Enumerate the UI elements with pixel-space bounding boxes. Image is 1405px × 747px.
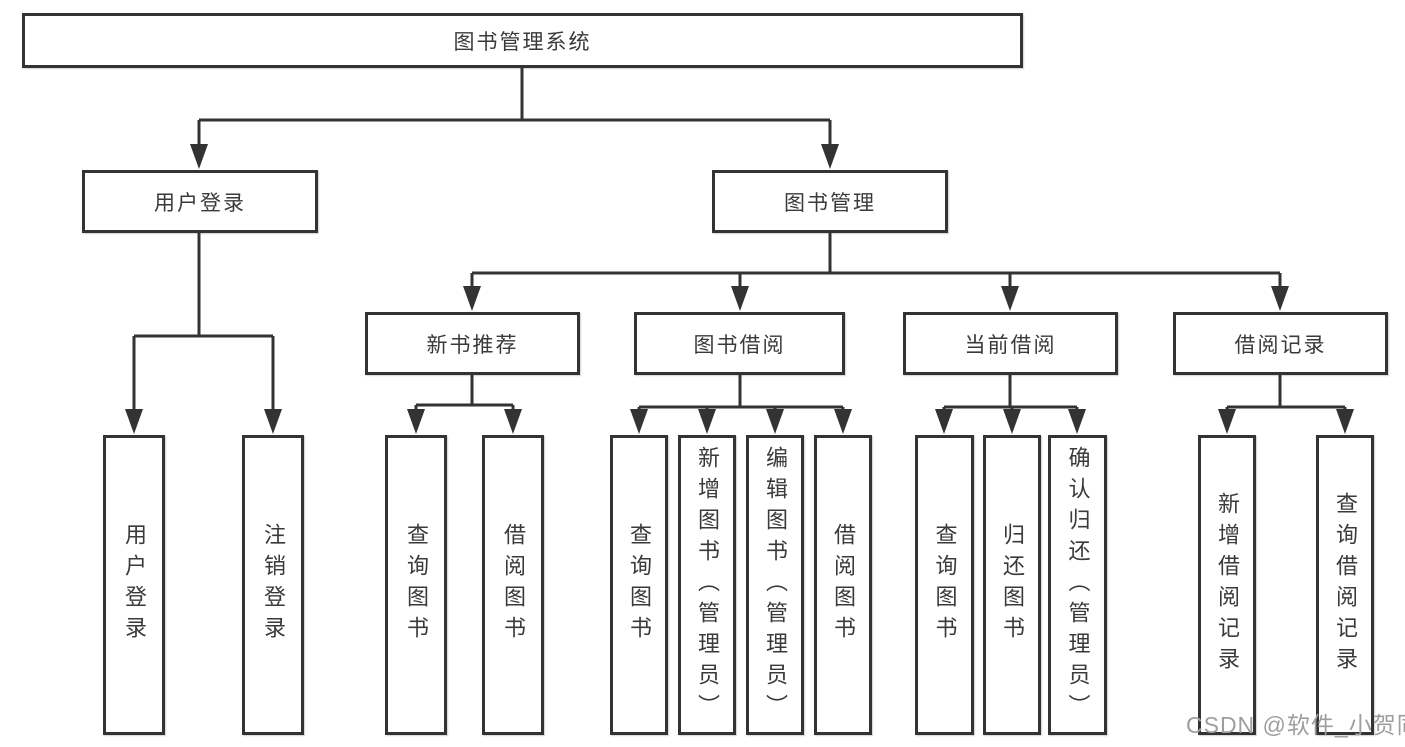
arrowhead-icon bbox=[190, 144, 208, 169]
leaf-borrow-books-recommend: 借阅图书 bbox=[482, 435, 544, 735]
arrowhead-icon bbox=[1003, 409, 1021, 434]
arrowhead-icon bbox=[1068, 409, 1086, 434]
leaf-query-books-current: 查询图书 bbox=[915, 435, 974, 735]
leaf-add-borrow-record: 新增借阅记录 bbox=[1198, 435, 1256, 735]
leaf-query-borrow-record: 查询借阅记录 bbox=[1316, 435, 1374, 735]
arrowhead-icon bbox=[821, 144, 839, 169]
arrowhead-icon bbox=[935, 409, 953, 434]
node-current-borrowing: 当前借阅 bbox=[903, 312, 1118, 375]
arrowhead-icon bbox=[504, 409, 522, 434]
leaf-query-books-recommend: 查询图书 bbox=[385, 435, 447, 735]
arrowhead-icon bbox=[407, 409, 425, 434]
leaf-user-login: 用户登录 bbox=[103, 435, 165, 735]
node-user-login-branch: 用户登录 bbox=[82, 170, 318, 233]
leaf-logout: 注销登录 bbox=[242, 435, 304, 735]
node-borrowing-records: 借阅记录 bbox=[1173, 312, 1388, 375]
node-book-management: 图书管理 bbox=[712, 170, 948, 233]
leaf-return-book: 归还图书 bbox=[983, 435, 1041, 735]
arrowhead-icon bbox=[766, 409, 784, 434]
leaf-borrow-books: 借阅图书 bbox=[814, 435, 872, 735]
leaf-confirm-return-admin: 确认归还（管理员） bbox=[1048, 435, 1107, 735]
arrowhead-icon bbox=[1271, 286, 1289, 311]
arrowhead-icon bbox=[125, 409, 143, 434]
leaf-query-books-borrow: 查询图书 bbox=[610, 435, 668, 735]
arrowhead-icon bbox=[1001, 286, 1019, 311]
arrowhead-icon bbox=[698, 409, 716, 434]
node-new-book-recommendation: 新书推荐 bbox=[365, 312, 580, 375]
node-book-borrowing: 图书借阅 bbox=[634, 312, 845, 375]
node-library-management-system: 图书管理系统 bbox=[22, 13, 1023, 68]
arrowhead-icon bbox=[463, 286, 481, 311]
arrowhead-icon bbox=[731, 286, 749, 311]
leaf-edit-book-admin: 编辑图书（管理员） bbox=[746, 435, 804, 735]
leaf-add-book-admin: 新增图书（管理员） bbox=[678, 435, 736, 735]
arrowhead-icon bbox=[264, 409, 282, 434]
arrowhead-icon bbox=[1336, 409, 1354, 434]
watermark: CSDN @软件_小贺同学 bbox=[1186, 712, 1405, 738]
arrowhead-icon bbox=[1218, 409, 1236, 434]
arrowhead-icon bbox=[630, 409, 648, 434]
arrowhead-icon bbox=[834, 409, 852, 434]
